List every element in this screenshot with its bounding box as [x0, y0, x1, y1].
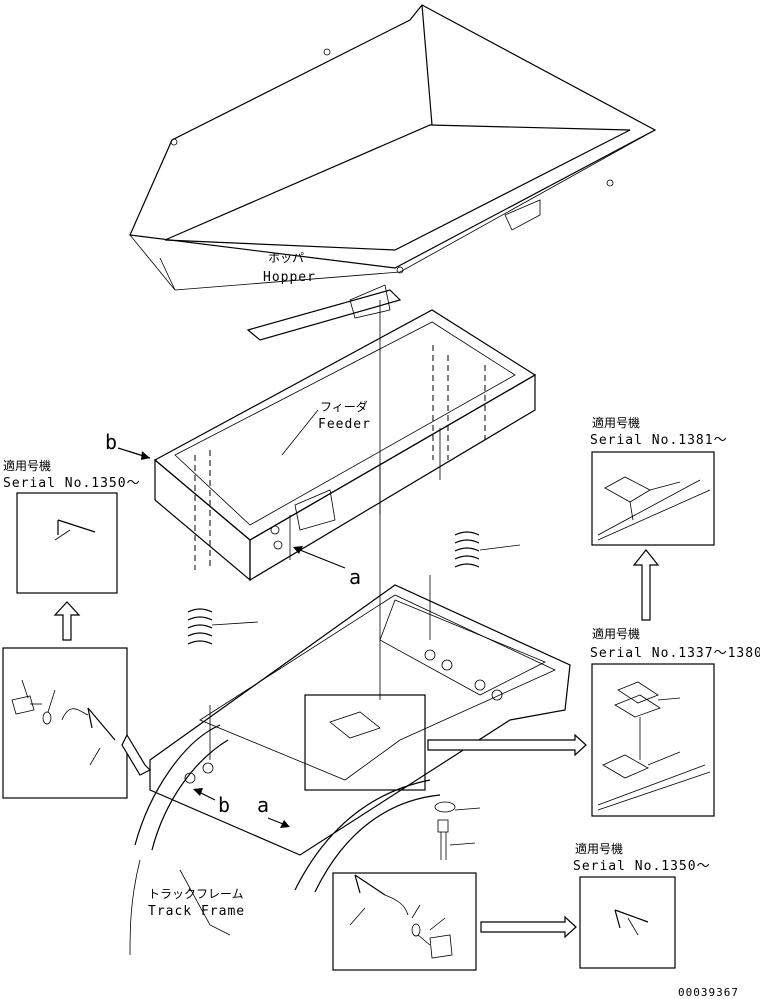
- marker-b-top: b: [105, 430, 118, 454]
- right-top-detail: [597, 476, 711, 541]
- bottom-right-callout-box: [579, 876, 676, 969]
- spring-left: [187, 608, 259, 645]
- detail-window: [304, 694, 426, 791]
- hopper-label-en: Hopper: [263, 270, 316, 285]
- up-arrow-left: [53, 601, 81, 641]
- hopper-drawing: [129, 4, 657, 341]
- bolt-drawing: [434, 801, 481, 860]
- track-frame-label-en: Track Frame: [148, 904, 245, 919]
- right-mid-detail: [597, 681, 711, 811]
- drawing-number: 00039367: [678, 986, 739, 999]
- left-callout-serial: Serial No.1350～: [3, 476, 141, 491]
- bottom-right-callout-serial: Serial No.1350～: [573, 859, 711, 874]
- left-detail-parts: [11, 679, 116, 766]
- up-arrow-right: [632, 549, 660, 621]
- right-arrow-left: [121, 733, 152, 776]
- right-top-callout-box: [591, 451, 715, 546]
- left-callout-box: [16, 492, 118, 594]
- left-callout-title: 適用号機: [3, 458, 51, 473]
- left-detail-box: [2, 647, 128, 799]
- bottom-right-arrow: [480, 915, 577, 939]
- feeder-drawing: [153, 309, 537, 582]
- hopper-label-jp: ホッパ: [268, 251, 304, 265]
- track-frame-label-jp: トラックフレーム: [148, 887, 244, 901]
- bottom-right-callout-title: 適用号機: [575, 841, 623, 856]
- bottom-right-pin: [614, 909, 649, 936]
- bottom-detail-box: [332, 872, 477, 971]
- marker-b-bottom: b: [218, 793, 231, 817]
- marker-a-top: a: [349, 565, 362, 589]
- pin-icon: [54, 519, 96, 541]
- right-top-callout-title: 適用号機: [592, 415, 640, 430]
- right-top-callout-serial: Serial No.1381～: [590, 433, 728, 448]
- bottom-detail-parts: [349, 874, 453, 959]
- feeder-label-en: Feeder: [318, 417, 371, 432]
- right-mid-callout-serial: Serial No.1337～1380: [590, 646, 760, 661]
- feeder-label-jp: フィーダ: [320, 399, 368, 414]
- track-frame-drawing: [129, 575, 571, 956]
- spring-right: [454, 531, 521, 568]
- marker-a-bottom: a: [257, 793, 270, 817]
- big-right-arrow: [427, 733, 587, 757]
- right-mid-callout-title: 適用号機: [592, 626, 640, 641]
- right-mid-callout-box: [591, 663, 715, 817]
